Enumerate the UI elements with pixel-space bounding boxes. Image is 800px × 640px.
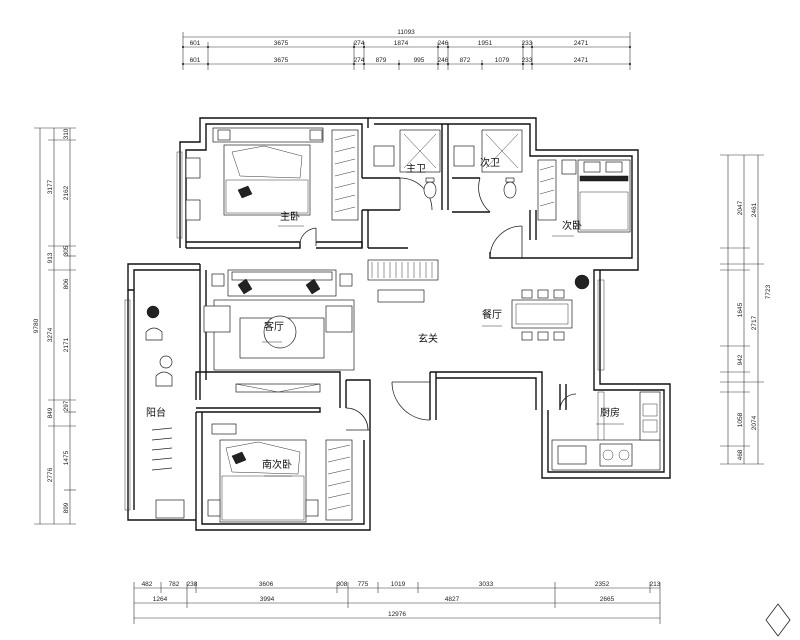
dim-bottom-2-0: 1264	[153, 596, 168, 603]
dim-bottom-1-4: 308	[337, 581, 348, 588]
dim-bottom-1-9: 213	[650, 581, 661, 588]
dim-bottom-1-0: 482	[142, 581, 153, 588]
dim-bottom-1-1: 782	[169, 581, 180, 588]
left-dimension-lines: 9780 3177 913 3274 849 2776 310 2162 305…	[33, 127, 76, 525]
bathroom-fixtures	[373, 129, 523, 199]
dim-bottom-1-7: 3033	[479, 581, 494, 588]
master-bedroom-furniture	[185, 127, 359, 221]
balcony-furniture	[145, 305, 185, 519]
dim-right-1-3: 1058	[737, 412, 744, 427]
right-dimension-lines: 2047 1645 942 1058 468 2461 2717 2074 77…	[720, 154, 772, 465]
dim-top-2-1: 3675	[274, 57, 289, 64]
kitchen-fixtures	[551, 391, 661, 471]
dim-top-1-4: 246	[438, 40, 449, 47]
dim-bottom-1-5: 775	[358, 581, 369, 588]
dim-right-2-0: 2461	[751, 202, 758, 217]
dim-left-1-1: 913	[47, 252, 54, 263]
room-label-second-bedroom: 次卧	[562, 219, 582, 232]
dim-right-2-1: 2717	[751, 315, 758, 330]
room-label-kitchen: 厨房	[600, 406, 620, 419]
dim-bottom-1-2: 238	[187, 581, 198, 588]
room-label-master-bedroom: 主卧	[280, 210, 300, 223]
dim-right-2-2: 2074	[751, 415, 758, 430]
dim-left-2-3: 806	[63, 278, 70, 289]
dim-bottom-2-1: 3994	[260, 596, 275, 603]
dim-left-2-0: 310	[63, 128, 70, 139]
room-label-second-bath: 次卫	[480, 156, 500, 169]
dim-top-1-2: 274	[354, 40, 365, 47]
dim-bottom-1-8: 2352	[595, 581, 610, 588]
dim-right-1-1: 1645	[737, 302, 744, 317]
dim-left-1-3: 849	[47, 407, 54, 418]
dim-top-2-0: 601	[190, 57, 201, 64]
dim-top-2-4: 995	[414, 57, 425, 64]
dim-top-2-2: 274	[354, 57, 365, 64]
living-room-furniture	[203, 269, 355, 393]
dim-right-1-4: 468	[737, 449, 744, 460]
dim-bottom-2-3: 2665	[600, 596, 615, 603]
dim-top-total: 11093	[397, 29, 415, 36]
bottom-dimension-lines: 482 782 238 3606 308 775 1019 3033 2352 …	[133, 581, 661, 624]
dim-right-1-2: 942	[737, 354, 744, 365]
entrance-furniture	[367, 259, 439, 303]
dim-bottom-2-2: 4827	[445, 596, 460, 603]
dim-top-2-3: 879	[376, 57, 387, 64]
dim-right-total: 7723	[765, 284, 772, 299]
area-notes	[262, 225, 624, 477]
room-label-entrance: 玄关	[418, 332, 438, 345]
dim-top-1-6: 233	[522, 40, 533, 47]
dim-bottom-1-6: 1019	[391, 581, 406, 588]
dim-left-2-4: 2171	[63, 337, 70, 352]
dim-top-1-1: 3675	[274, 40, 289, 47]
walls	[127, 117, 671, 531]
top-dimension-lines: 11093 601 3675 274 1874 246 1951 233 247…	[182, 29, 631, 70]
dim-top-2-6: 872	[460, 57, 471, 64]
dim-top-1-0: 601	[190, 40, 201, 47]
room-label-master-bath: 主卫	[406, 163, 426, 175]
dim-top-2-9: 2471	[574, 57, 589, 64]
dim-left-2-6: 1475	[63, 450, 70, 465]
dim-top-1-3: 1874	[394, 40, 409, 47]
south-bedroom-furniture	[207, 423, 353, 523]
dim-left-1-2: 3274	[47, 327, 54, 342]
room-label-living-room: 客厅	[264, 320, 284, 333]
dim-left-total: 9780	[33, 318, 40, 333]
dim-left-1-4: 2776	[47, 467, 54, 482]
dining-furniture	[511, 274, 590, 341]
dim-top-2-7: 1079	[495, 57, 510, 64]
dim-left-2-1: 2162	[63, 185, 70, 200]
room-label-south-bedroom: 南次卧	[262, 458, 292, 471]
dim-left-2-7: 899	[63, 502, 70, 513]
dim-left-2-2: 305	[63, 245, 70, 256]
room-label-balcony: 阳台	[146, 406, 166, 419]
dim-top-1-5: 1951	[478, 40, 493, 47]
doors	[299, 177, 577, 431]
dim-top-2-5: 246	[438, 57, 449, 64]
dim-top-2-8: 233	[522, 57, 533, 64]
dim-left-2-5: 297	[63, 400, 70, 411]
dim-bottom-total: 12976	[388, 611, 406, 618]
dim-left-1-0: 3177	[47, 179, 54, 194]
dim-top-1-7: 2471	[574, 40, 589, 47]
north-arrow-icon	[765, 603, 791, 637]
dim-bottom-1-3: 3606	[259, 581, 274, 588]
dim-right-1-0: 2047	[737, 200, 744, 215]
second-bedroom-furniture	[537, 159, 631, 233]
room-label-dining-room: 餐厅	[482, 308, 502, 321]
